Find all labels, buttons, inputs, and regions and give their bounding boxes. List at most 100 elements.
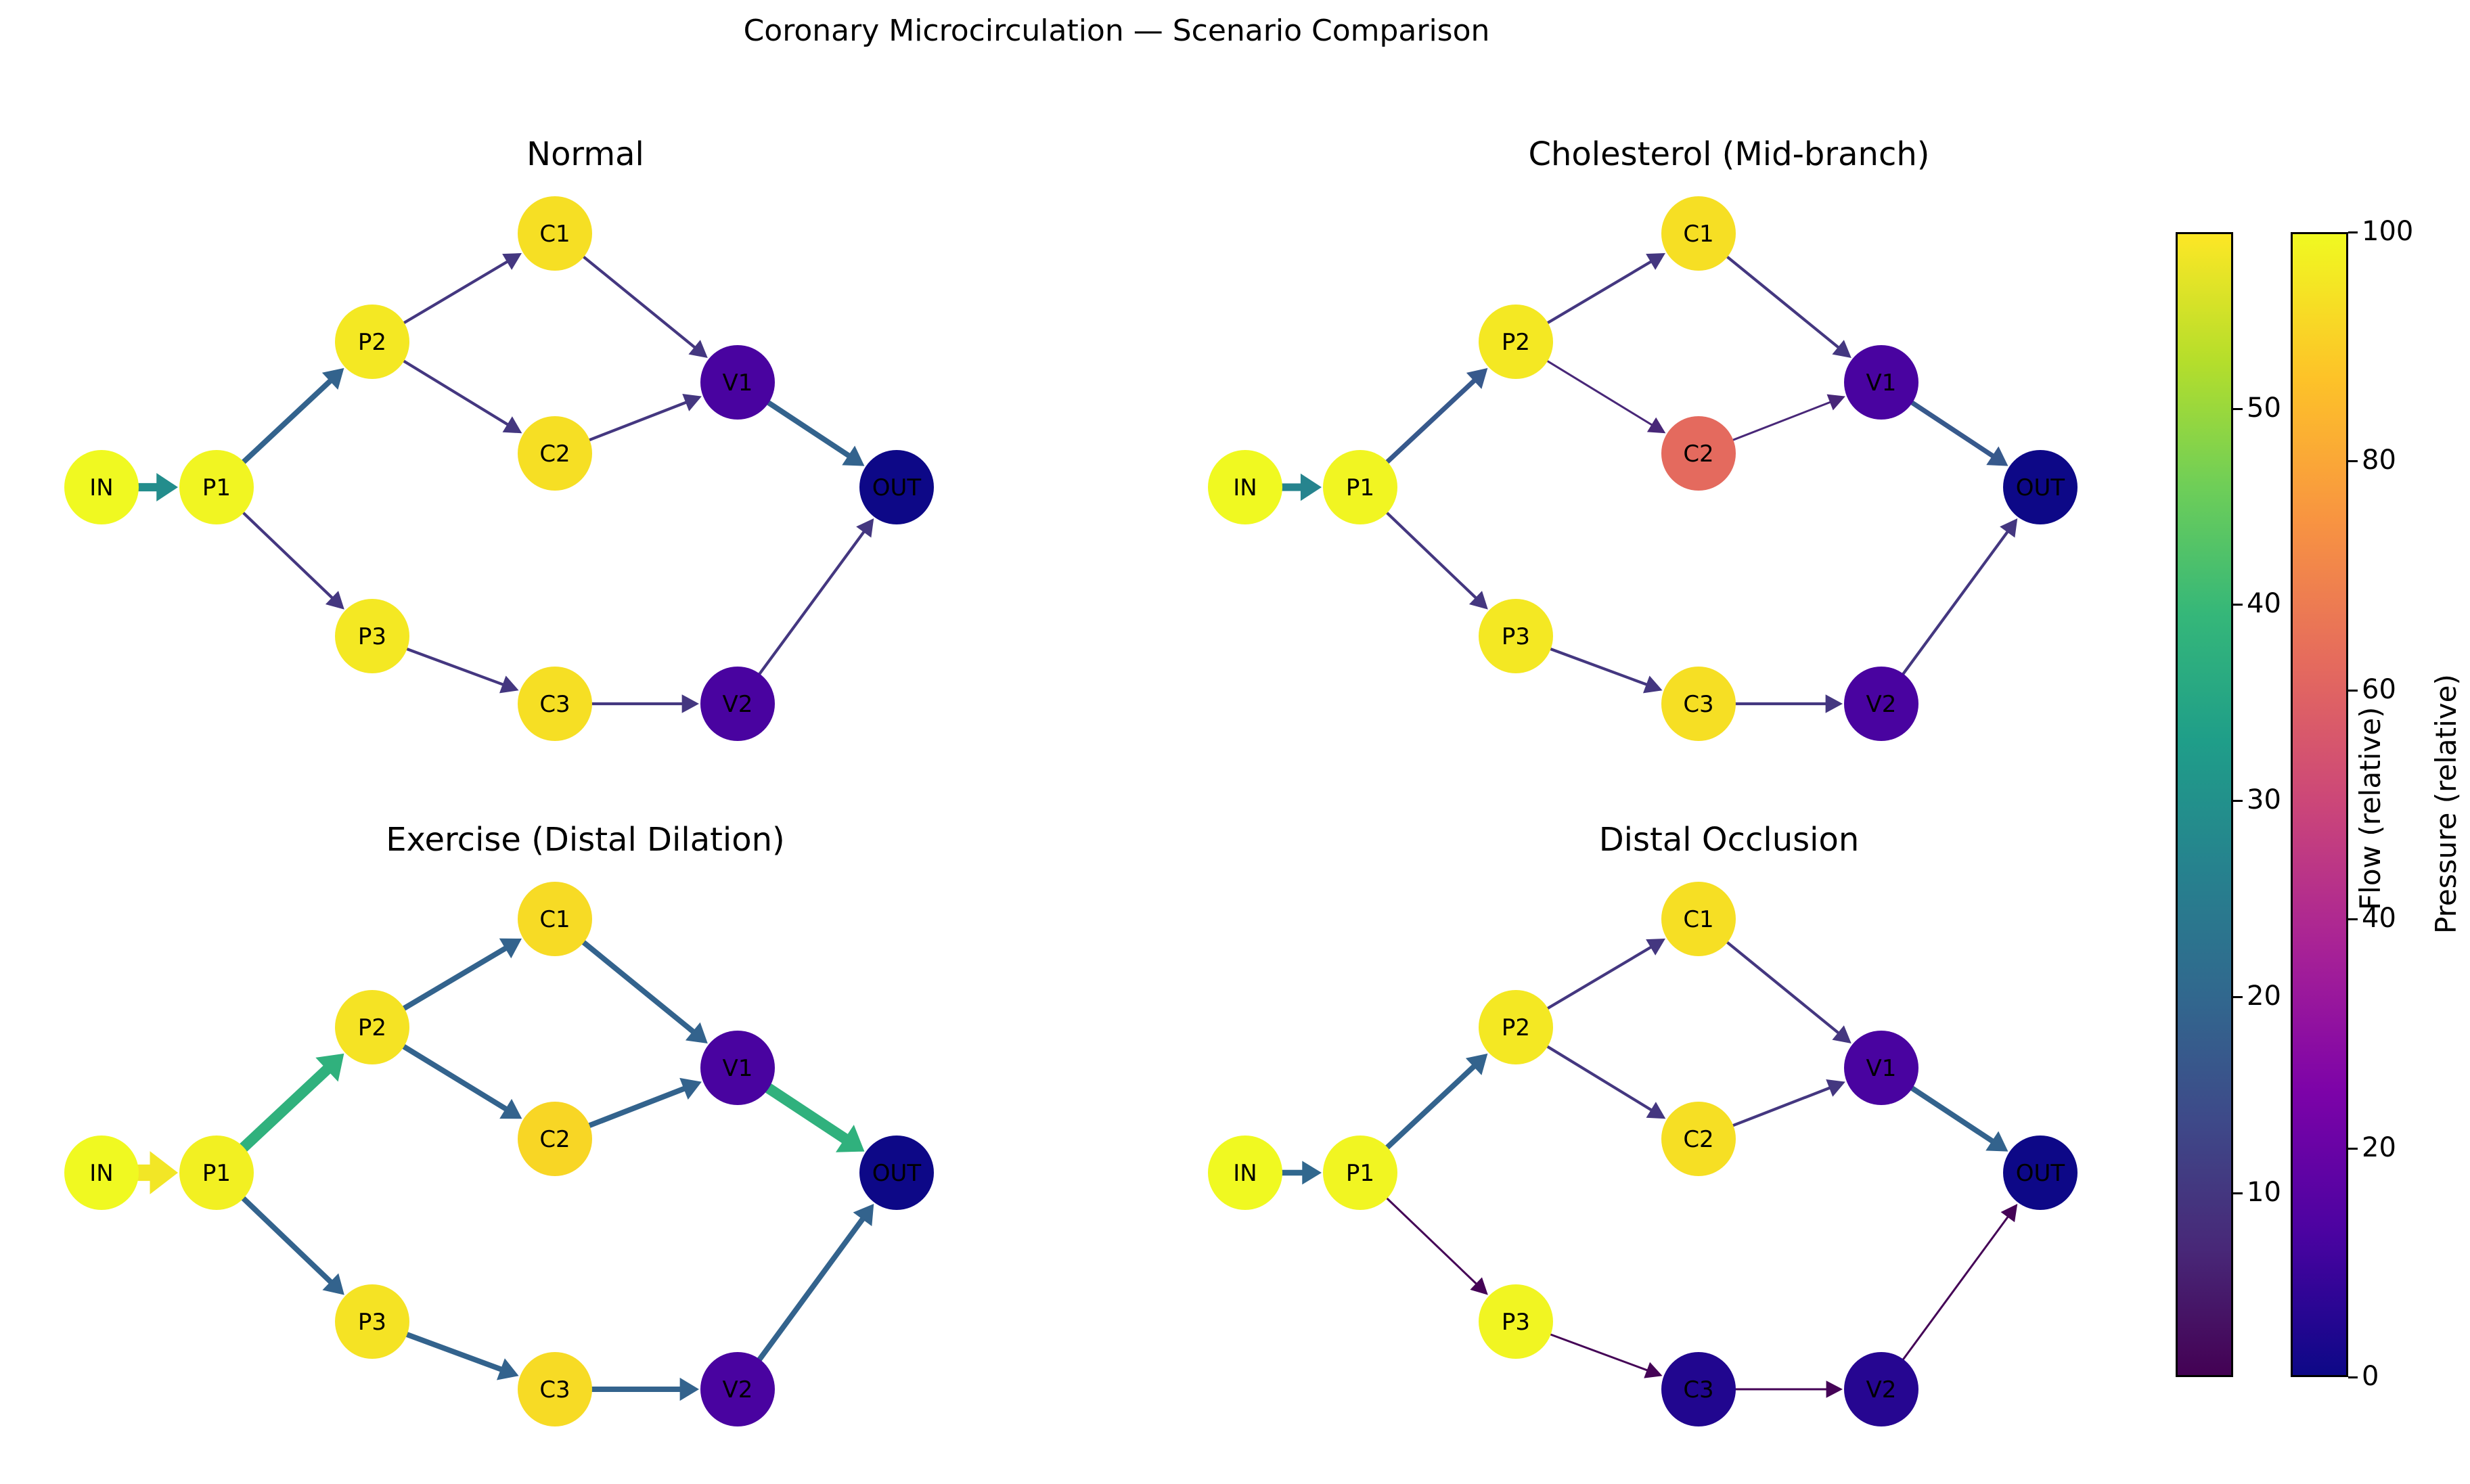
edge-C1-V1 [1726,941,1851,1043]
edge-P3-C3 [404,1332,519,1380]
node-c1: C1 [518,882,592,956]
panel-title: Cholesterol (Mid-branch) [1528,135,1930,173]
edge-P2-C1 [1546,939,1665,1010]
colorbar-tick-mark [2348,1147,2358,1150]
edge-V2-OUT [757,1203,874,1362]
node-c3: C3 [518,1352,592,1426]
panel-title: Exercise (Distal Dilation) [386,821,785,859]
edge-C2-V1 [1732,394,1845,441]
node-label: P1 [202,1160,231,1187]
edge-P2-C2 [1546,360,1666,434]
node-label: OUT [872,1160,922,1187]
colorbar-tick-label: 0 [2362,1361,2379,1392]
edge-V2-OUT [1902,1203,2018,1361]
edge-C1-V1 [582,255,708,358]
node-in: IN [64,450,139,524]
colorbar-tick-mark [2233,604,2243,606]
node-p3: P3 [335,599,409,673]
edge-P2-C2 [401,1043,522,1119]
node-c1: C1 [1661,196,1736,271]
edge-P2-C2 [402,359,522,434]
edge-IN-P1 [130,1151,178,1194]
colorbar-tick-label: 50 [2247,392,2281,424]
node-label: IN [89,474,113,501]
node-c3: C3 [1661,1352,1736,1426]
figure-title: Coronary Microcirculation — Scenario Com… [743,14,1490,48]
colorbar-tick-label: 100 [2362,216,2414,247]
node-c1: C1 [1661,882,1736,956]
node-label: C1 [1683,221,1713,248]
colorbar-tick-label: 60 [2362,673,2396,705]
node-v1: V1 [700,1031,775,1105]
edge-C2-V1 [587,1077,702,1129]
node-label: OUT [2016,1160,2065,1187]
node-p2: P2 [1479,990,1553,1064]
node-label: V2 [1866,691,1897,718]
edge-C3-V2 [1734,694,1843,713]
colorbar-tick-mark [2233,407,2243,410]
edge-C3-V2 [589,1377,699,1401]
edge-P1-P2 [241,367,344,465]
node-label: V1 [723,369,753,397]
node-label: V1 [1866,1055,1897,1082]
node-out: OUT [859,450,934,524]
node-v2: V2 [700,1352,775,1426]
node-label: P1 [1346,1160,1374,1187]
node-v2: V2 [1844,1352,1918,1426]
edge-P2-C1 [1546,253,1665,325]
colorbar-tick-label: 10 [2247,1176,2281,1208]
edge-P1-P3 [240,1196,344,1295]
node-label: C3 [539,691,570,718]
node-label: P3 [1502,623,1530,650]
edge-V2-OUT [758,518,874,675]
node-label: C2 [539,1126,570,1153]
node-out: OUT [2003,450,2078,524]
edge-P1-P3 [1386,1197,1488,1295]
edge-C1-V1 [1726,255,1851,358]
node-label: P2 [358,329,386,356]
colorbar-tick-label: 40 [2247,588,2281,620]
edge-IN-P1 [1278,473,1322,501]
node-label: C2 [539,441,570,468]
node-p2: P2 [335,990,409,1064]
edge-P1-P2 [1385,1053,1488,1150]
node-label: V1 [723,1055,753,1082]
edge-C1-V1 [581,939,708,1043]
node-label: IN [89,1160,113,1187]
colorbar-tick-label: 40 [2362,903,2396,935]
node-label: C1 [1683,906,1713,933]
node-c3: C3 [1661,667,1736,741]
node-in: IN [1208,450,1282,524]
node-c2: C2 [518,416,592,491]
node-p1: P1 [1323,1136,1397,1210]
edge-V2-OUT [1902,518,2018,675]
edge-V1-OUT [765,400,865,466]
node-label: V2 [1866,1376,1897,1403]
node-c2: C2 [518,1102,592,1176]
colorbar-tick-label: 30 [2247,784,2281,816]
node-p1: P1 [179,450,254,524]
edge-V1-OUT [763,1083,865,1152]
node-c3: C3 [518,667,592,741]
node-label: P2 [1502,329,1530,356]
edge-C3-V2 [1734,1380,1843,1398]
node-p1: P1 [179,1136,254,1210]
flow-colorbar [2176,232,2233,1377]
panel-title: Normal [526,135,644,173]
node-v2: V2 [700,667,775,741]
edge-P2-C1 [401,938,522,1011]
node-label: C3 [539,1376,570,1403]
flow-colorbar-label: Flow (relative) [2354,706,2387,910]
colorbar-tick-mark [2233,1192,2243,1194]
colorbar-tick-mark [2233,800,2243,803]
node-label: C3 [1683,1376,1713,1403]
node-v2: V2 [1844,667,1918,741]
node-label: V2 [723,691,753,718]
edge-P3-C3 [1549,648,1663,694]
node-v1: V1 [1844,345,1918,420]
